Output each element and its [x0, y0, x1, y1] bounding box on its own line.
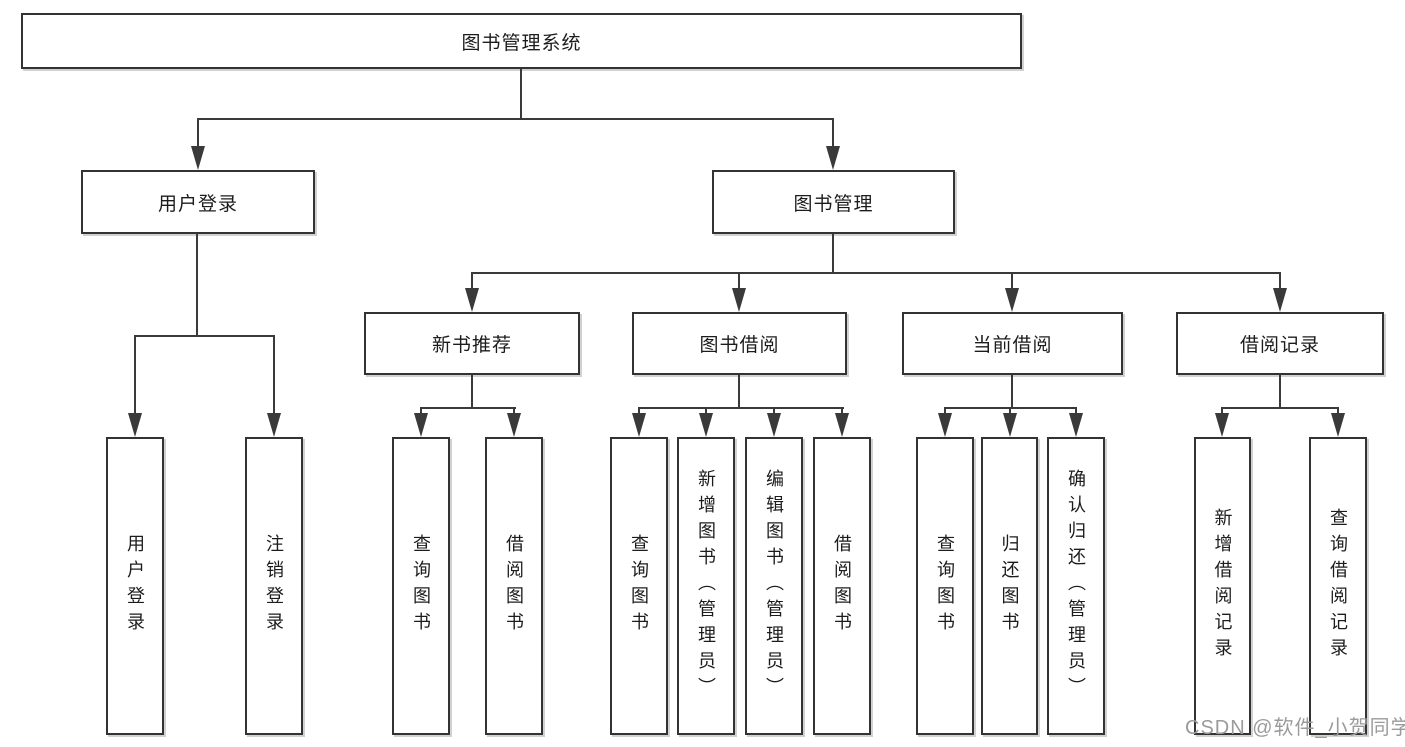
- leaf-logout: 注销登录: [245, 437, 303, 735]
- leaf-query-books-recommend: 查询图书: [392, 437, 450, 735]
- connector-line: [1221, 407, 1339, 409]
- connector-line: [738, 375, 740, 407]
- connector-arrow-down: [835, 413, 849, 437]
- connector-line: [197, 118, 834, 120]
- connector-arrow-down: [826, 146, 840, 170]
- connector-line: [1011, 375, 1013, 407]
- connector-line: [471, 272, 1281, 274]
- connector-arrow-down: [128, 413, 142, 437]
- connector-line: [944, 407, 946, 413]
- connector-line: [841, 407, 843, 413]
- connector-arrow-down: [1273, 288, 1287, 312]
- connector-arrow-down: [938, 413, 952, 437]
- leaf-add-borrow-record: 新增借阅记录: [1194, 437, 1251, 735]
- leaf-add-books-admin: 新增图书（管理员）: [677, 437, 735, 735]
- connector-line: [134, 335, 275, 337]
- leaf-confirm-return-admin: 确认归还（管理员）: [1047, 437, 1105, 735]
- leaf-return-books: 归还图书: [981, 437, 1038, 735]
- connector-line: [638, 407, 640, 413]
- connector-line: [197, 118, 199, 146]
- connector-line: [1279, 375, 1281, 407]
- connector-line: [832, 234, 834, 272]
- connector-line: [638, 407, 844, 409]
- leaf-query-books-current: 查询图书: [916, 437, 974, 735]
- connector-line: [520, 69, 522, 118]
- connector-arrow-down: [1215, 413, 1229, 437]
- connector-arrow-down: [1005, 288, 1019, 312]
- node-book-management: 图书管理: [712, 170, 955, 234]
- connector-line: [420, 407, 422, 413]
- leaf-user-login: 用户登录: [106, 437, 164, 735]
- connector-arrow-down: [267, 413, 281, 437]
- connector-line: [134, 335, 136, 413]
- connector-arrow-down: [1331, 413, 1345, 437]
- leaf-borrow-books-borrowing: 借阅图书: [813, 437, 871, 735]
- leaf-borrow-books-recommend: 借阅图书: [485, 437, 543, 735]
- leaf-query-books-borrowing: 查询图书: [610, 437, 668, 735]
- node-new-book-recommendation: 新书推荐: [364, 312, 580, 375]
- node-book-borrowing: 图书借阅: [632, 312, 847, 375]
- connector-line: [513, 407, 515, 413]
- connector-line: [1337, 407, 1339, 413]
- connector-line: [471, 375, 473, 407]
- connector-arrow-down: [191, 146, 205, 170]
- node-current-borrowing: 当前借阅: [902, 312, 1123, 375]
- connector-arrow-down: [507, 413, 521, 437]
- connector-line: [1221, 407, 1223, 413]
- node-library-management-system: 图书管理系统: [21, 13, 1022, 69]
- connector-line: [773, 407, 775, 413]
- connector-line: [196, 234, 198, 335]
- node-borrowing-records: 借阅记录: [1176, 312, 1384, 375]
- leaf-query-borrow-record: 查询借阅记录: [1309, 437, 1367, 735]
- connector-arrow-down: [1069, 413, 1083, 437]
- connector-line: [420, 407, 516, 409]
- connector-line: [1011, 272, 1013, 288]
- leaf-edit-books-admin: 编辑图书（管理员）: [745, 437, 803, 735]
- connector-arrow-down: [465, 288, 479, 312]
- connector-arrow-down: [699, 413, 713, 437]
- connector-line: [273, 335, 275, 413]
- connector-line: [738, 272, 740, 288]
- connector-line: [705, 407, 707, 413]
- connector-arrow-down: [732, 288, 746, 312]
- node-user-login: 用户登录: [81, 170, 315, 234]
- connector-line: [832, 118, 834, 146]
- connector-line: [1075, 407, 1077, 413]
- connector-arrow-down: [1003, 413, 1017, 437]
- connector-line: [1009, 407, 1011, 413]
- connector-line: [1279, 272, 1281, 288]
- connector-arrow-down: [414, 413, 428, 437]
- connector-arrow-down: [767, 413, 781, 437]
- connector-arrow-down: [632, 413, 646, 437]
- connector-line: [471, 272, 473, 288]
- watermark: CSDN @软件_小贺同学: [1185, 717, 1405, 739]
